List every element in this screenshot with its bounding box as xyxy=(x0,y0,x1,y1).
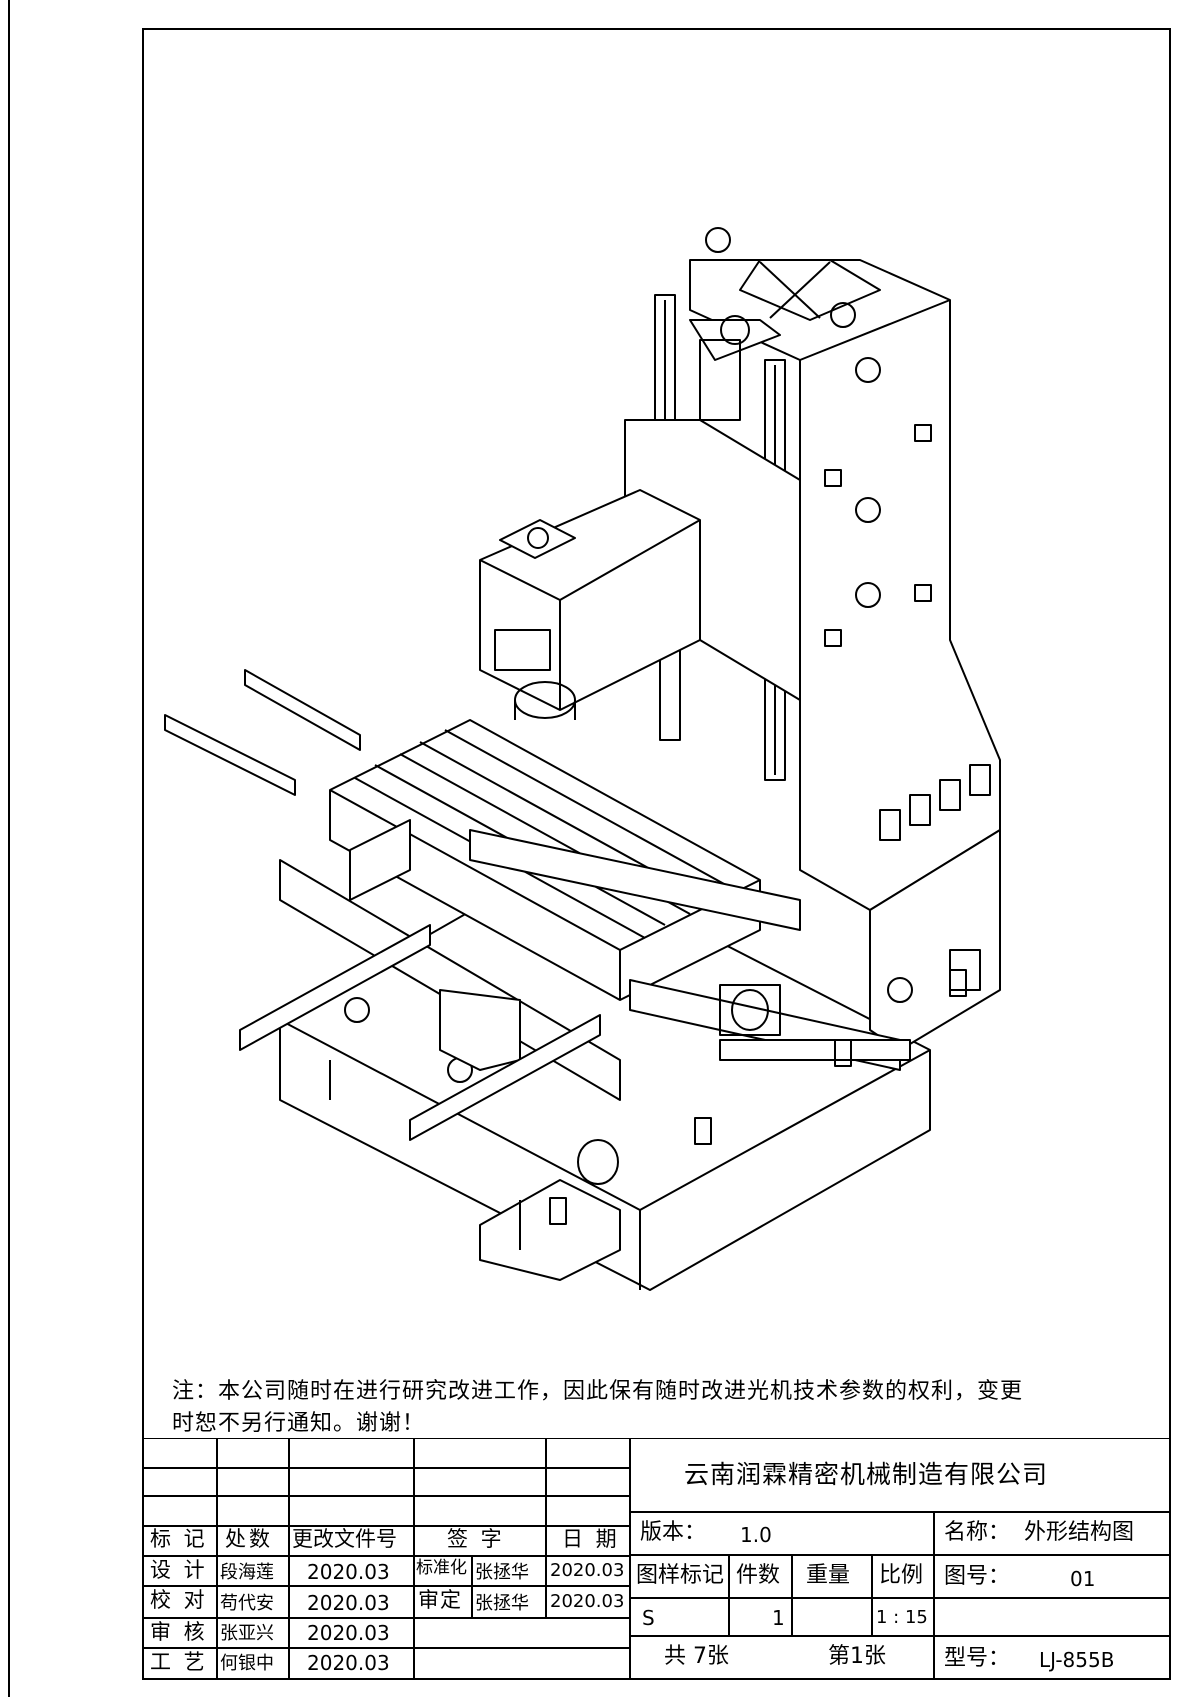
sheets-total: 共 7张 xyxy=(664,1644,729,1669)
sheet-number: 第1张 xyxy=(828,1644,886,1669)
header-location-count: 处数 xyxy=(225,1527,273,1551)
date-check: 2020.03 xyxy=(307,1591,390,1615)
date-process: 2020.03 xyxy=(307,1651,390,1675)
machine-column xyxy=(689,259,1001,1051)
saddle-and-rails xyxy=(279,829,901,1101)
standardization-label: 标准化 xyxy=(416,1558,467,1578)
date-review: 2020.03 xyxy=(307,1621,390,1645)
name-design: 段海莲 xyxy=(220,1562,274,1583)
drawing-no-label: 图号： xyxy=(944,1564,1011,1589)
props-weight: 重量 xyxy=(806,1563,851,1588)
value-scale: 1 : 15 xyxy=(876,1607,928,1628)
standardization-name: 张拯华 xyxy=(475,1562,529,1583)
name-value: 外形结构图 xyxy=(1024,1520,1135,1545)
version-label: 版本： xyxy=(640,1520,707,1545)
role-design: 设 计 xyxy=(150,1558,208,1582)
date-design: 2020.03 xyxy=(307,1560,390,1584)
header-signature: 签 字 xyxy=(447,1527,505,1551)
name-check: 苟代安 xyxy=(220,1593,274,1614)
drawing-no-value: 01 xyxy=(1070,1567,1096,1591)
standardization-date: 2020.03 xyxy=(550,1560,625,1581)
title-block-grid xyxy=(142,1438,1171,1680)
role-check: 校 对 xyxy=(150,1588,208,1612)
header-date: 日 期 xyxy=(562,1527,620,1551)
value-sample-mark: S xyxy=(642,1606,655,1630)
name-label: 名称： xyxy=(944,1520,1011,1545)
telescopic-covers xyxy=(164,669,911,1141)
value-quantity: 1 xyxy=(772,1606,785,1630)
props-quantity: 件数 xyxy=(736,1563,781,1588)
name-process: 何银中 xyxy=(220,1653,274,1674)
version-value: 1.0 xyxy=(740,1523,772,1547)
role-process: 工 艺 xyxy=(150,1650,208,1674)
disclaimer-note: 注：本公司随时在进行研究改进工作，因此保有随时改进光机技术参数的权利，变更 时恕… xyxy=(172,1376,1162,1440)
note-line-2: 时恕不另行通知。谢谢！ xyxy=(172,1411,426,1436)
leveling-feet xyxy=(549,969,967,1225)
approval-date: 2020.03 xyxy=(550,1591,625,1612)
model-label: 型号： xyxy=(944,1646,1011,1671)
props-sample-mark: 图样标记 xyxy=(636,1563,725,1588)
name-review: 张亚兴 xyxy=(220,1623,274,1644)
company-name: 云南润霖精密机械制造有限公司 xyxy=(684,1460,1049,1489)
props-scale: 比例 xyxy=(879,1563,924,1588)
approval-name: 张拯华 xyxy=(475,1593,529,1614)
note-line-1: 注：本公司随时在进行研究改进工作，因此保有随时改进光机技术参数的权利，变更 xyxy=(172,1379,1024,1404)
spindle-head xyxy=(479,315,801,720)
approval-label: 审定 xyxy=(418,1588,462,1612)
header-mark: 标 记 xyxy=(150,1527,208,1551)
title-block: 标 记 处数 更改文件号 签 字 日 期 设 计 段海莲 2020.03 校 对… xyxy=(142,1438,1171,1680)
role-review: 审 核 xyxy=(150,1620,208,1644)
machine-isometric-drawing xyxy=(164,227,1001,1291)
header-change-doc-no: 更改文件号 xyxy=(292,1527,397,1551)
sheet-edge-line xyxy=(8,0,10,1697)
model-value: LJ-855B xyxy=(1039,1648,1115,1672)
